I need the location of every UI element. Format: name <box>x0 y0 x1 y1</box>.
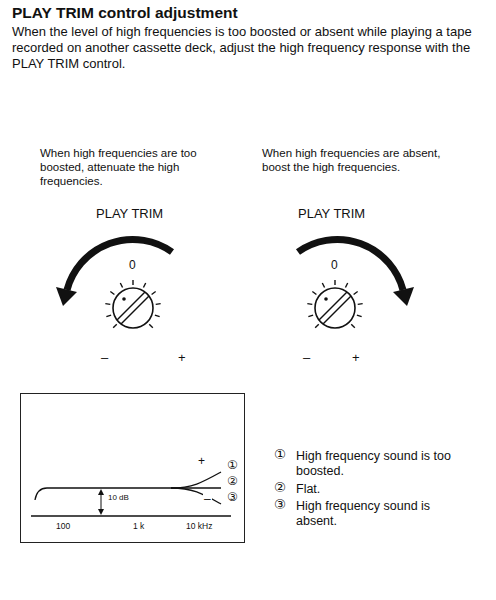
knob-tick <box>307 303 312 305</box>
knob-tick <box>105 303 110 305</box>
play-trim-knob <box>113 288 153 328</box>
instruction-caption: When high frequencies are absent, boost … <box>262 146 462 174</box>
knob-tick <box>120 283 122 287</box>
knob-tick <box>152 292 156 295</box>
knob-tick <box>155 315 160 317</box>
dial-mark: + <box>178 350 186 366</box>
knob-tick <box>315 324 319 328</box>
callout-number: ② <box>226 474 239 489</box>
knob-tick <box>334 280 335 285</box>
dial-mark: + <box>352 350 360 366</box>
instruction-caption: When high frequencies are too boosted, a… <box>40 146 235 188</box>
knob-tick <box>322 283 324 287</box>
turn-arrow <box>298 240 403 290</box>
section-title: PLAY TRIM control adjustment <box>12 4 482 23</box>
knob-tick <box>351 324 355 328</box>
axis-tick: 100 <box>55 521 71 531</box>
knob-tick <box>110 292 114 295</box>
control-name: PLAY TRIM <box>298 206 365 222</box>
callout-number: ③ <box>274 497 286 513</box>
dial-mark: – <box>303 350 310 366</box>
dial-mark: 0 <box>331 258 338 273</box>
axis-tick: 1 k <box>132 521 145 531</box>
response-graph: + – ①②③ 10 dB 100 1 k 10 kHz <box>20 393 245 543</box>
arrow-head <box>56 287 77 306</box>
curve-sign: + <box>197 454 206 469</box>
legend-text: High frequency sound is absent. <box>296 499 471 530</box>
knob-tick <box>308 315 313 317</box>
turn-arrow <box>67 240 172 290</box>
body-text: When the level of high frequencies is to… <box>12 24 484 72</box>
knob-tick <box>106 315 111 317</box>
knob-tick <box>113 324 117 328</box>
callout-number: ① <box>274 447 286 463</box>
play-trim-knob <box>315 288 355 328</box>
knob-tick <box>358 303 363 305</box>
dial-mark: 0 <box>129 258 136 273</box>
callout-number: ② <box>274 480 286 496</box>
arrow-head <box>393 287 414 306</box>
knob-tick <box>354 292 358 295</box>
knob-tick <box>143 283 145 287</box>
callout-number: ① <box>226 458 239 473</box>
knob-tick <box>156 303 161 305</box>
dimension: 10 dB <box>107 493 130 503</box>
knob-tick <box>312 292 316 295</box>
knob-tick <box>357 315 362 317</box>
knob-tick <box>345 283 347 287</box>
legend-text: High frequency sound is too boosted. <box>296 449 471 480</box>
curve-sign: – <box>203 492 212 507</box>
dial-mark: – <box>101 350 108 366</box>
legend-text: Flat. <box>296 482 471 497</box>
callout-number: ③ <box>226 490 239 505</box>
knob-tick <box>149 324 153 328</box>
control-name: PLAY TRIM <box>96 206 163 222</box>
knob-tick <box>132 280 133 285</box>
axis-tick: 10 kHz <box>185 521 213 531</box>
